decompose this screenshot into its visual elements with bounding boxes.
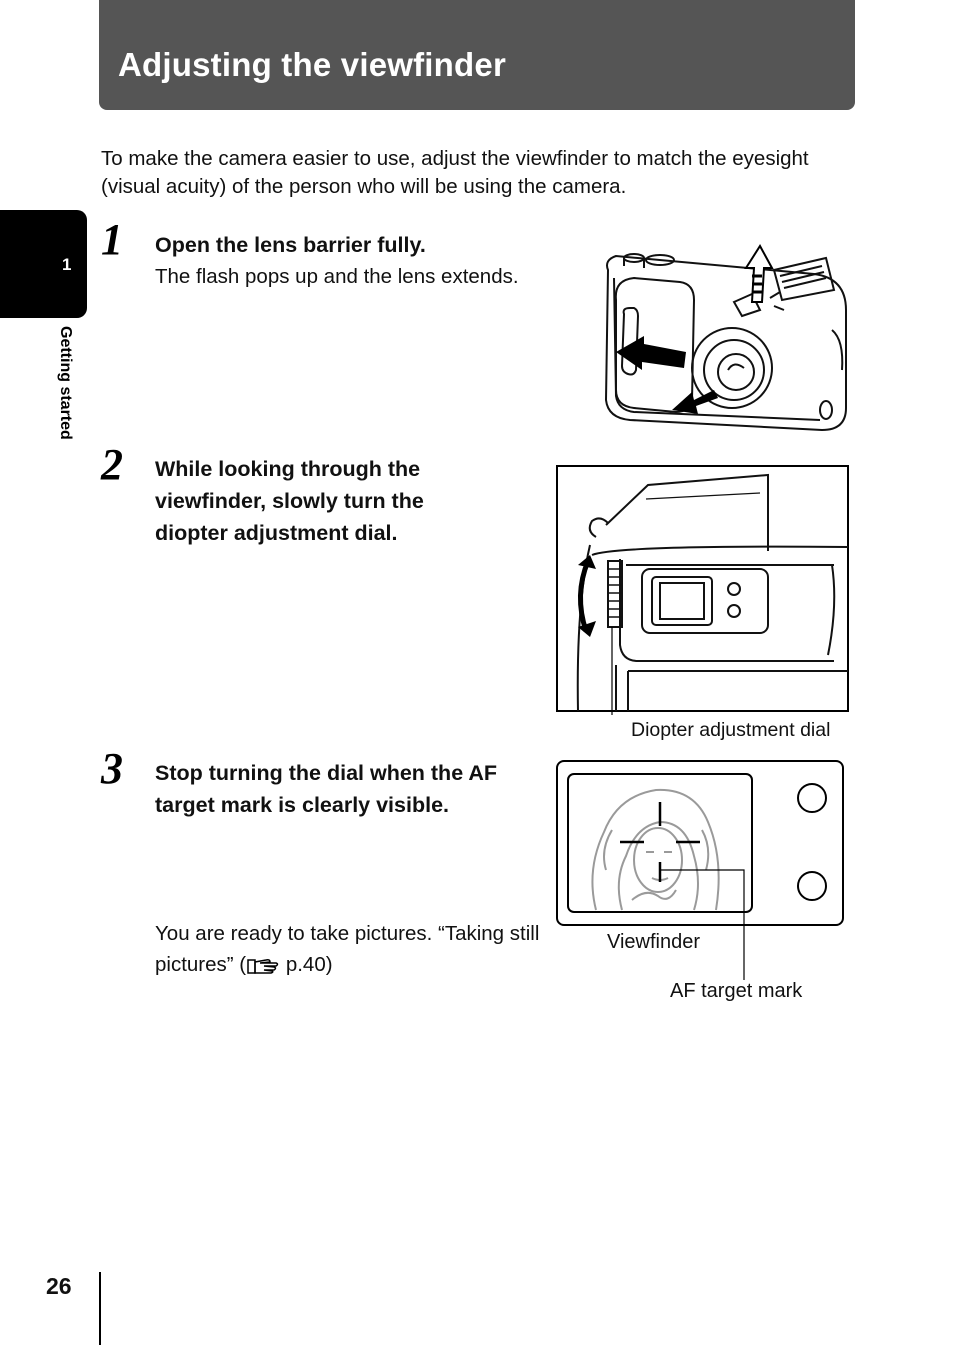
step-2-number: 2 — [101, 440, 123, 489]
ready-paragraph: You are ready to take pictures. “Taking … — [155, 918, 545, 980]
header-bar: Adjusting the viewfinder — [99, 0, 855, 110]
af-target-mark-callout: AF target mark — [670, 980, 803, 1002]
viewfinder-view-illustration — [556, 760, 844, 980]
page-number: 26 — [46, 1273, 72, 1299]
step-1-text: The flash pops up and the lens extends. — [155, 265, 519, 288]
camera-front-illustration — [604, 244, 847, 432]
ready-text-after: p.40) — [280, 953, 333, 976]
step-2-heading: While looking through the viewfinder, sl… — [155, 457, 424, 545]
viewfinder-callout: Viewfinder — [607, 931, 701, 953]
intro-paragraph: To make the camera easier to use, adjust… — [101, 147, 809, 198]
chapter-tab: 1 — [0, 210, 87, 318]
ready-text-before: You are ready to take pictures. “Taking … — [155, 922, 540, 976]
page-number-divider — [99, 1272, 101, 1345]
page-title: Adjusting the viewfinder — [118, 46, 506, 83]
reference-pointer-icon — [247, 959, 279, 974]
step-3-number: 3 — [101, 744, 123, 793]
diopter-dial-callout: Diopter adjustment dial — [631, 719, 831, 741]
camera-back-illustration — [556, 465, 849, 715]
step-1-number: 1 — [101, 215, 123, 264]
step-1-heading: Open the lens barrier fully. — [155, 233, 426, 257]
step-3-heading: Stop turning the dial when the AF target… — [155, 761, 497, 817]
chapter-number: 1 — [62, 255, 72, 274]
chapter-label: Getting started — [57, 326, 74, 440]
